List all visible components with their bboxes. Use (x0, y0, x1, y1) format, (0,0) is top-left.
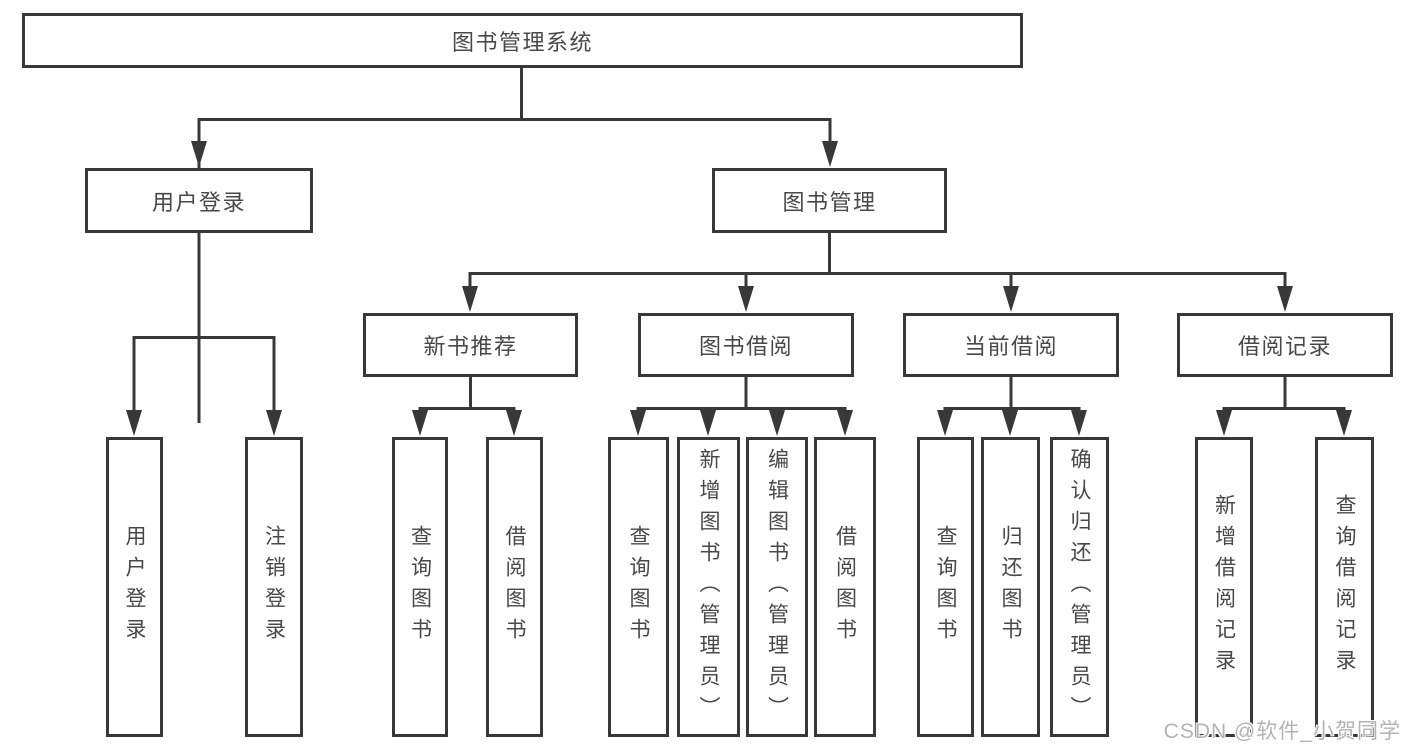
watermark: CSDN @软件_小贺同学 (1163, 720, 1401, 743)
connector-arrowheads (126, 141, 1352, 436)
leaf-edit-books-admin-label: 编辑图书（管理员） (765, 447, 789, 727)
node-root: 图书管理系统 (22, 13, 1023, 68)
leaf-user-login-label: 用户登录 (123, 525, 146, 649)
leaf-query-books-borrowing-label: 查询图书 (627, 525, 650, 649)
leaf-edit-books-admin: 编辑图书（管理员） (746, 437, 808, 737)
node-new-book-recommendation: 新书推荐 (363, 313, 578, 377)
node-user-login: 用户登录 (85, 168, 313, 233)
leaf-borrow-books-recommend-label: 借阅图书 (503, 525, 526, 649)
leaf-add-borrow-record: 新增借阅记录 (1195, 437, 1253, 737)
node-current-borrowing: 当前借阅 (903, 313, 1119, 377)
leaf-borrow-books-recommend: 借阅图书 (486, 437, 543, 737)
leaf-add-books-admin-label: 新增图书（管理员） (697, 447, 720, 727)
leaf-add-borrow-record-label: 新增借阅记录 (1212, 494, 1236, 680)
leaf-user-login: 用户登录 (106, 437, 163, 737)
node-borrowing-records: 借阅记录 (1177, 313, 1393, 377)
leaf-query-books-current-label: 查询图书 (934, 525, 957, 649)
leaf-logout-label: 注销登录 (262, 525, 286, 649)
leaf-borrow-books-borrowing: 借阅图书 (814, 437, 876, 737)
leaf-query-books-recommend: 查询图书 (392, 437, 448, 737)
leaf-add-books-admin: 新增图书（管理员） (677, 437, 740, 737)
leaf-query-borrow-record: 查询借阅记录 (1315, 437, 1374, 737)
leaf-return-books: 归还图书 (981, 437, 1040, 737)
leaf-logout: 注销登录 (245, 437, 303, 737)
leaf-borrow-books-borrowing-label: 借阅图书 (833, 525, 857, 649)
node-book-borrowing: 图书借阅 (638, 313, 854, 377)
leaf-return-books-label: 归还图书 (999, 525, 1022, 649)
leaf-query-books-current: 查询图书 (917, 437, 974, 737)
leaf-query-borrow-record-label: 查询借阅记录 (1333, 494, 1356, 680)
leaf-confirm-return-admin: 确认归还（管理员） (1050, 437, 1109, 737)
leaf-query-books-borrowing: 查询图书 (608, 437, 669, 737)
leaf-confirm-return-admin-label: 确认归还（管理员） (1068, 447, 1091, 727)
leaf-query-books-recommend-label: 查询图书 (408, 525, 432, 649)
node-book-management: 图书管理 (712, 168, 947, 233)
